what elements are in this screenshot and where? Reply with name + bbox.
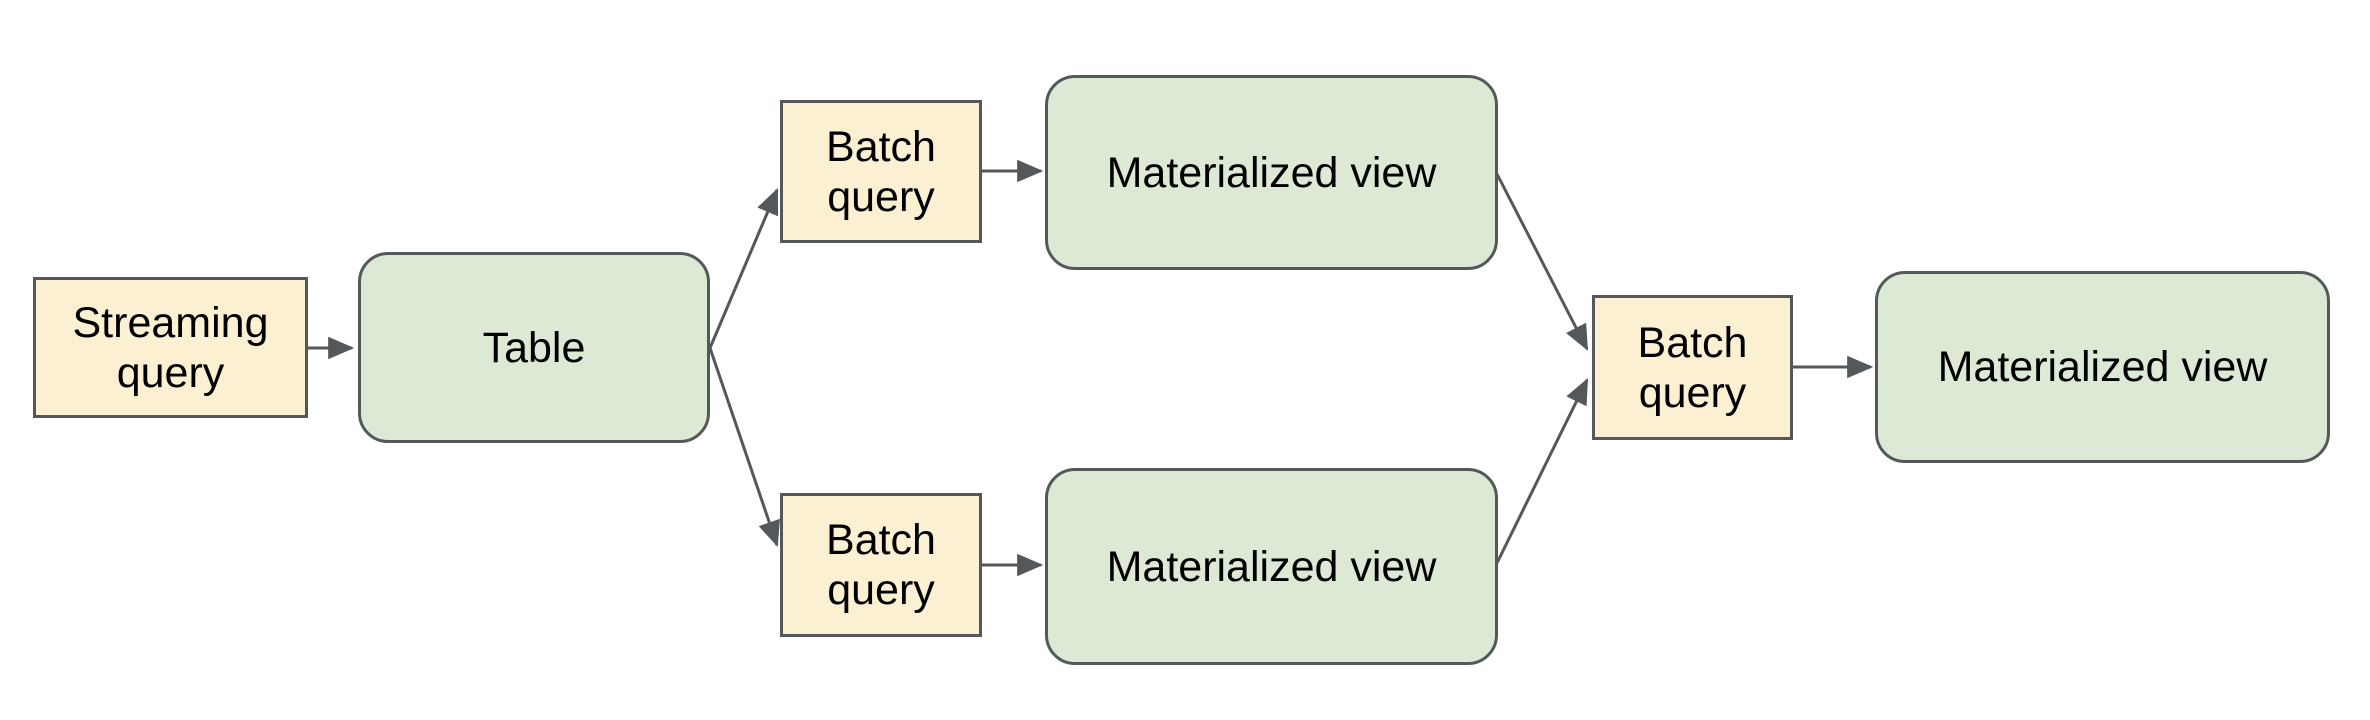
node-batch-query-final-label: Batch query <box>1637 318 1748 417</box>
node-materialized-view-final: Materialized view <box>1875 271 2330 463</box>
node-materialized-view-final-label: Materialized view <box>1937 343 2268 391</box>
edge-table-to-batch-query-top <box>708 188 779 349</box>
edge-table-to-batch-query-bottom <box>708 347 780 548</box>
node-streaming-query-label: Streaming query <box>72 298 269 397</box>
node-batch-query-top-label: Batch query <box>826 122 936 221</box>
node-table-label: Table <box>482 323 586 372</box>
node-streaming-query: Streaming query <box>33 277 308 418</box>
node-table: Table <box>358 252 710 443</box>
edge-mv-top-to-batch-query-final <box>1495 173 1589 351</box>
node-batch-query-top: Batch query <box>780 100 982 243</box>
node-batch-query-final: Batch query <box>1592 295 1793 440</box>
node-batch-query-bottom: Batch query <box>780 493 982 637</box>
node-materialized-view-top-label: Materialized view <box>1106 148 1437 197</box>
node-batch-query-bottom-label: Batch query <box>826 516 936 614</box>
edge-mv-bottom-to-batch-query-final <box>1495 378 1589 564</box>
node-materialized-view-bottom: Materialized view <box>1045 468 1498 665</box>
node-materialized-view-bottom-label: Materialized view <box>1106 542 1437 591</box>
node-materialized-view-top: Materialized view <box>1045 75 1498 270</box>
